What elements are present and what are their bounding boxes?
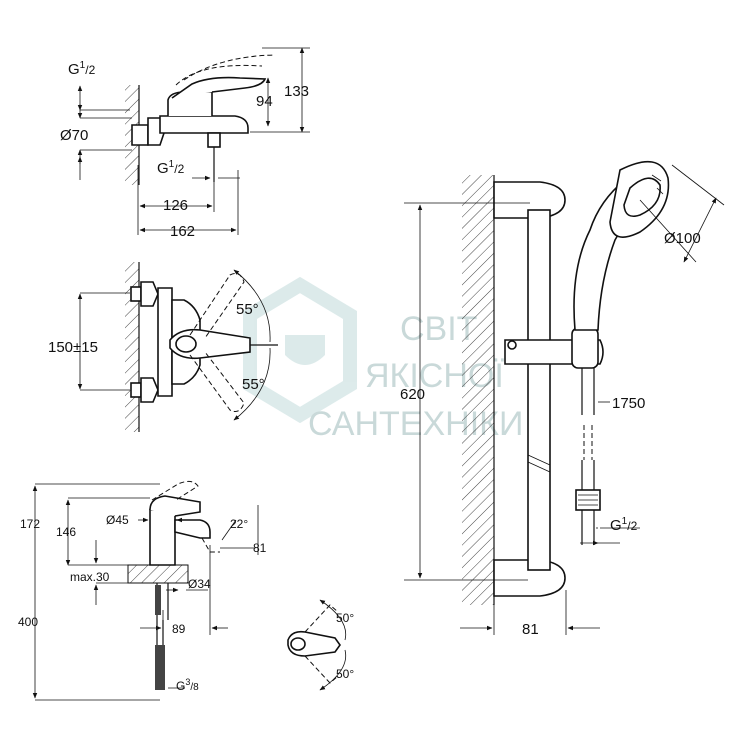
basin-spout-reach-label: 89 — [172, 622, 186, 636]
lever-angle-up-label: 55° — [236, 301, 259, 318]
bath-connection-thread-label: G1/2 — [68, 60, 96, 78]
bath-mixer-side-view: G1/2 Ø70 94 133 G1/2 126 162 — [60, 47, 310, 240]
bath-spout-height-label: 94 — [256, 93, 273, 110]
mixer-front-view: 55° 55° 150±15 — [48, 262, 278, 432]
basin-spout-angle-label: 22° — [230, 517, 248, 531]
basin-base-diameter-label: Ø45 — [106, 513, 129, 527]
lever-top-view: 50° 50° — [287, 599, 354, 691]
wall-hatch — [462, 175, 494, 605]
bath-total-height-label: 133 — [284, 83, 309, 100]
rail-length-label: 620 — [400, 386, 425, 403]
hose-length-label: 1750 — [612, 395, 645, 412]
lever-angle-down-label: 55° — [242, 376, 265, 393]
basin-total-height-label: 172 — [20, 517, 40, 531]
basin-hose-thread-label: G3/8 — [176, 677, 199, 693]
basin-counter-thickness-label: max.30 — [70, 570, 110, 584]
center-distance-label: 150±15 — [48, 339, 98, 356]
shower-set-view: 620 Ø100 1750 G1/2 81 — [400, 160, 725, 638]
basin-body-height-label: 146 — [56, 525, 76, 539]
basin-hose-length-label: 400 — [18, 615, 38, 629]
bath-outlet-thread-label: G1/2 — [157, 159, 185, 177]
counter-hatch — [127, 564, 189, 584]
lever-angle-left-label: 50° — [336, 611, 354, 625]
bath-spout-depth-label: 126 — [163, 197, 188, 214]
shower-hose-thread-label: G1/2 — [610, 516, 638, 534]
head-diameter-label: Ø100 — [664, 230, 701, 247]
bath-total-depth-label: 162 — [170, 223, 195, 240]
lever-angle-right-label: 50° — [336, 667, 354, 681]
basin-spout-side-label: 81 — [253, 541, 267, 555]
watermark-logo-icon — [243, 276, 357, 424]
basin-mixer-view: 172 146 Ø45 22° 81 max.30 Ø34 89 400 G3/… — [18, 480, 267, 701]
basin-hole-diameter-label: Ø34 — [188, 577, 211, 591]
wall-distance-label: 81 — [522, 621, 539, 638]
bath-rosette-diameter-label: Ø70 — [60, 127, 88, 144]
